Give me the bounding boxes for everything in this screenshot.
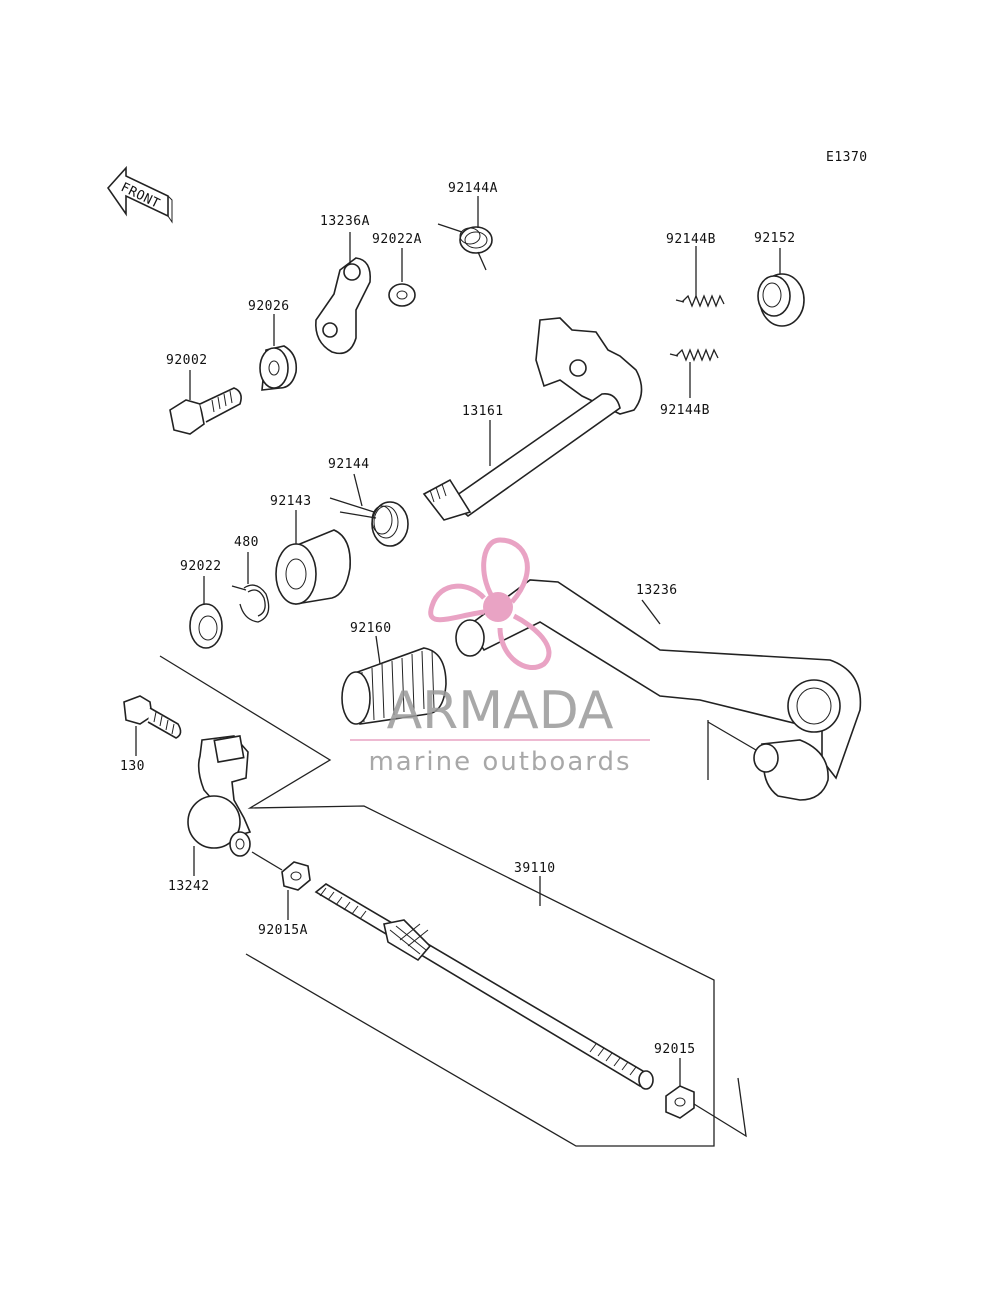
- rod-end-13242: [187, 734, 252, 857]
- armada-watermark: ARMADA marine outboards: [350, 537, 650, 777]
- label-92144A: 92144A: [448, 181, 498, 196]
- label-92002: 92002: [166, 353, 208, 368]
- label-92143: 92143: [270, 494, 312, 509]
- shaft-13161: [422, 317, 643, 521]
- bush-92143: [275, 529, 351, 605]
- spring-92144B-top: [675, 294, 725, 308]
- label-92022: 92022: [180, 559, 222, 574]
- collar-92026: [259, 345, 298, 391]
- bolt-130: [123, 695, 182, 739]
- label-92015: 92015: [654, 1042, 696, 1057]
- label-13161: 13161: [462, 404, 504, 419]
- label-13242: 13242: [168, 879, 210, 894]
- label-92144: 92144: [328, 457, 370, 472]
- label-92015A: 92015A: [258, 923, 308, 938]
- label-480: 480: [234, 535, 259, 550]
- label-92144B-top: 92144B: [666, 232, 716, 247]
- watermark-brand: ARMADA: [387, 681, 614, 741]
- washer-92022: [189, 603, 223, 649]
- spring-92144: [329, 497, 409, 547]
- label-92026: 92026: [248, 299, 290, 314]
- bolt-92002: [169, 387, 242, 435]
- label-130: 130: [120, 759, 145, 774]
- seal-92152: [757, 273, 805, 327]
- washer-92022A: [388, 283, 416, 307]
- label-92160: 92160: [350, 621, 392, 636]
- pedal-13236: [455, 579, 862, 801]
- label-92144B-bottom: 92144B: [660, 403, 710, 418]
- nut-92015A: [281, 861, 311, 891]
- label-39110: 39110: [514, 861, 556, 876]
- diagram-code: E1370: [826, 150, 868, 165]
- spring-92144A: [437, 223, 493, 271]
- label-92152: 92152: [754, 231, 796, 246]
- nut-92015: [665, 1085, 695, 1119]
- circlip-480: [231, 584, 270, 623]
- rubber-92160: [341, 647, 447, 725]
- watermark-tagline: marine outboards: [368, 747, 631, 777]
- propeller-logo-icon: [428, 537, 552, 671]
- label-13236A: 13236A: [320, 214, 370, 229]
- label-13236: 13236: [636, 583, 678, 598]
- arm-13236A: [315, 257, 372, 355]
- front-arrow-icon: FRONT: [106, 165, 173, 224]
- spring-92144B-bottom: [669, 348, 719, 362]
- label-92022A: 92022A: [372, 232, 422, 247]
- rod-39110: [314, 883, 654, 1090]
